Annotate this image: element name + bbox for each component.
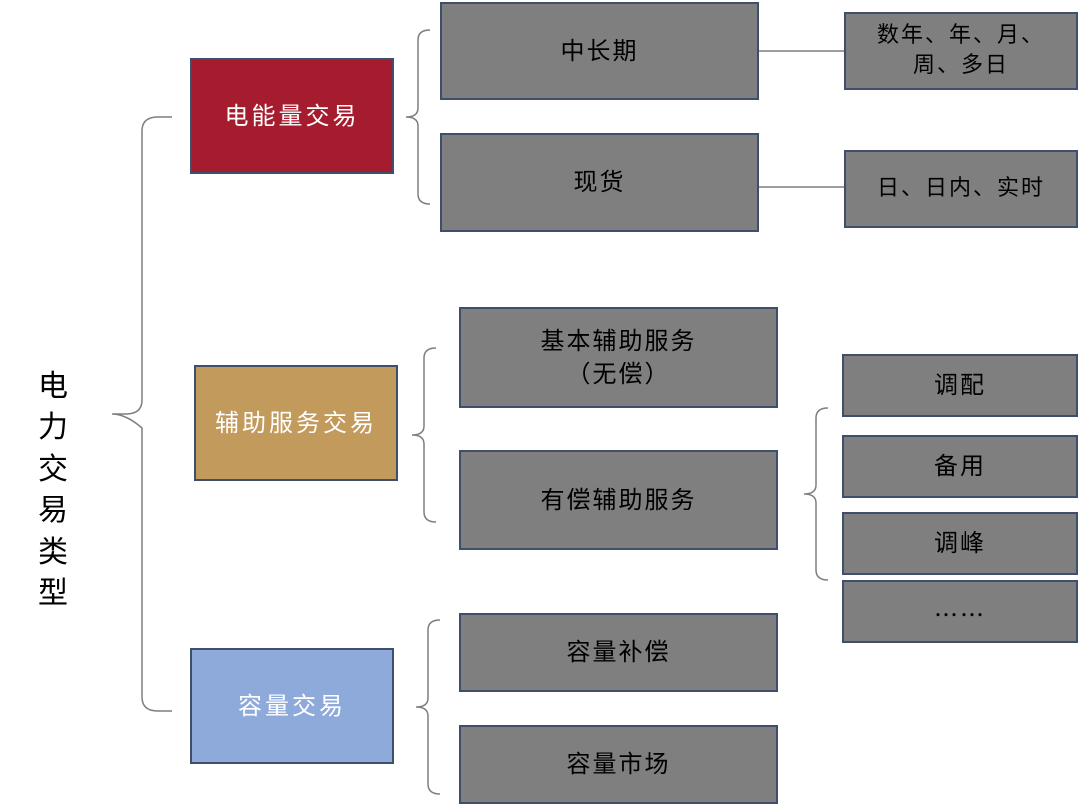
root-title: 电力 交易 类型 <box>38 369 76 611</box>
leaf-more-label: …… <box>934 594 986 622</box>
node-capacity-market[interactable]: 容量市场 <box>459 725 778 804</box>
node-capacity-compensation[interactable]: 容量补偿 <box>459 613 778 692</box>
paid-leaves-bracket <box>803 407 829 581</box>
leaf-more[interactable]: …… <box>842 580 1078 643</box>
category-energy-trading[interactable]: 电能量交易 <box>190 58 394 174</box>
node-paid-ancillary-label: 有偿辅助服务 <box>540 485 697 514</box>
leaf-reserve[interactable]: 备用 <box>842 435 1078 498</box>
node-basic-ancillary[interactable]: 基本辅助服务 （无偿） <box>459 307 778 408</box>
node-spot-label: 现货 <box>573 168 626 197</box>
leaf-mid-long-cycles[interactable]: 数年、年、月、 周、多日 <box>844 12 1078 90</box>
node-paid-ancillary[interactable]: 有偿辅助服务 <box>459 450 778 550</box>
ancillary-bracket <box>411 347 437 523</box>
category-ancillary-label: 辅助服务交易 <box>215 408 377 437</box>
leaf-dispatch-label: 调配 <box>934 371 986 400</box>
node-capacity-compensation-label: 容量补偿 <box>566 638 671 667</box>
root-bracket <box>111 116 172 712</box>
leaf-peak-regulation-label: 调峰 <box>934 529 986 558</box>
node-basic-ancillary-label: 基本辅助服务 （无偿） <box>540 327 697 388</box>
leaf-dispatch[interactable]: 调配 <box>842 354 1078 417</box>
node-spot[interactable]: 现货 <box>440 133 759 232</box>
category-capacity-trading[interactable]: 容量交易 <box>190 648 394 764</box>
leaf-spot-cycles-label: 日、日内、实时 <box>876 176 1045 202</box>
node-capacity-market-label: 容量市场 <box>566 750 671 779</box>
node-mid-long-term-label: 中长期 <box>560 36 639 65</box>
leaf-mid-long-cycles-label: 数年、年、月、 周、多日 <box>876 23 1045 78</box>
category-capacity-label: 容量交易 <box>238 691 346 720</box>
energy-bracket <box>405 29 431 205</box>
leaf-reserve-label: 备用 <box>934 452 986 481</box>
node-mid-long-term[interactable]: 中长期 <box>440 2 759 100</box>
category-ancillary-trading[interactable]: 辅助服务交易 <box>194 365 398 481</box>
leaf-spot-cycles[interactable]: 日、日内、实时 <box>844 150 1078 228</box>
capacity-bracket <box>415 619 441 795</box>
leaf-peak-regulation[interactable]: 调峰 <box>842 512 1078 575</box>
category-energy-label: 电能量交易 <box>224 101 360 130</box>
